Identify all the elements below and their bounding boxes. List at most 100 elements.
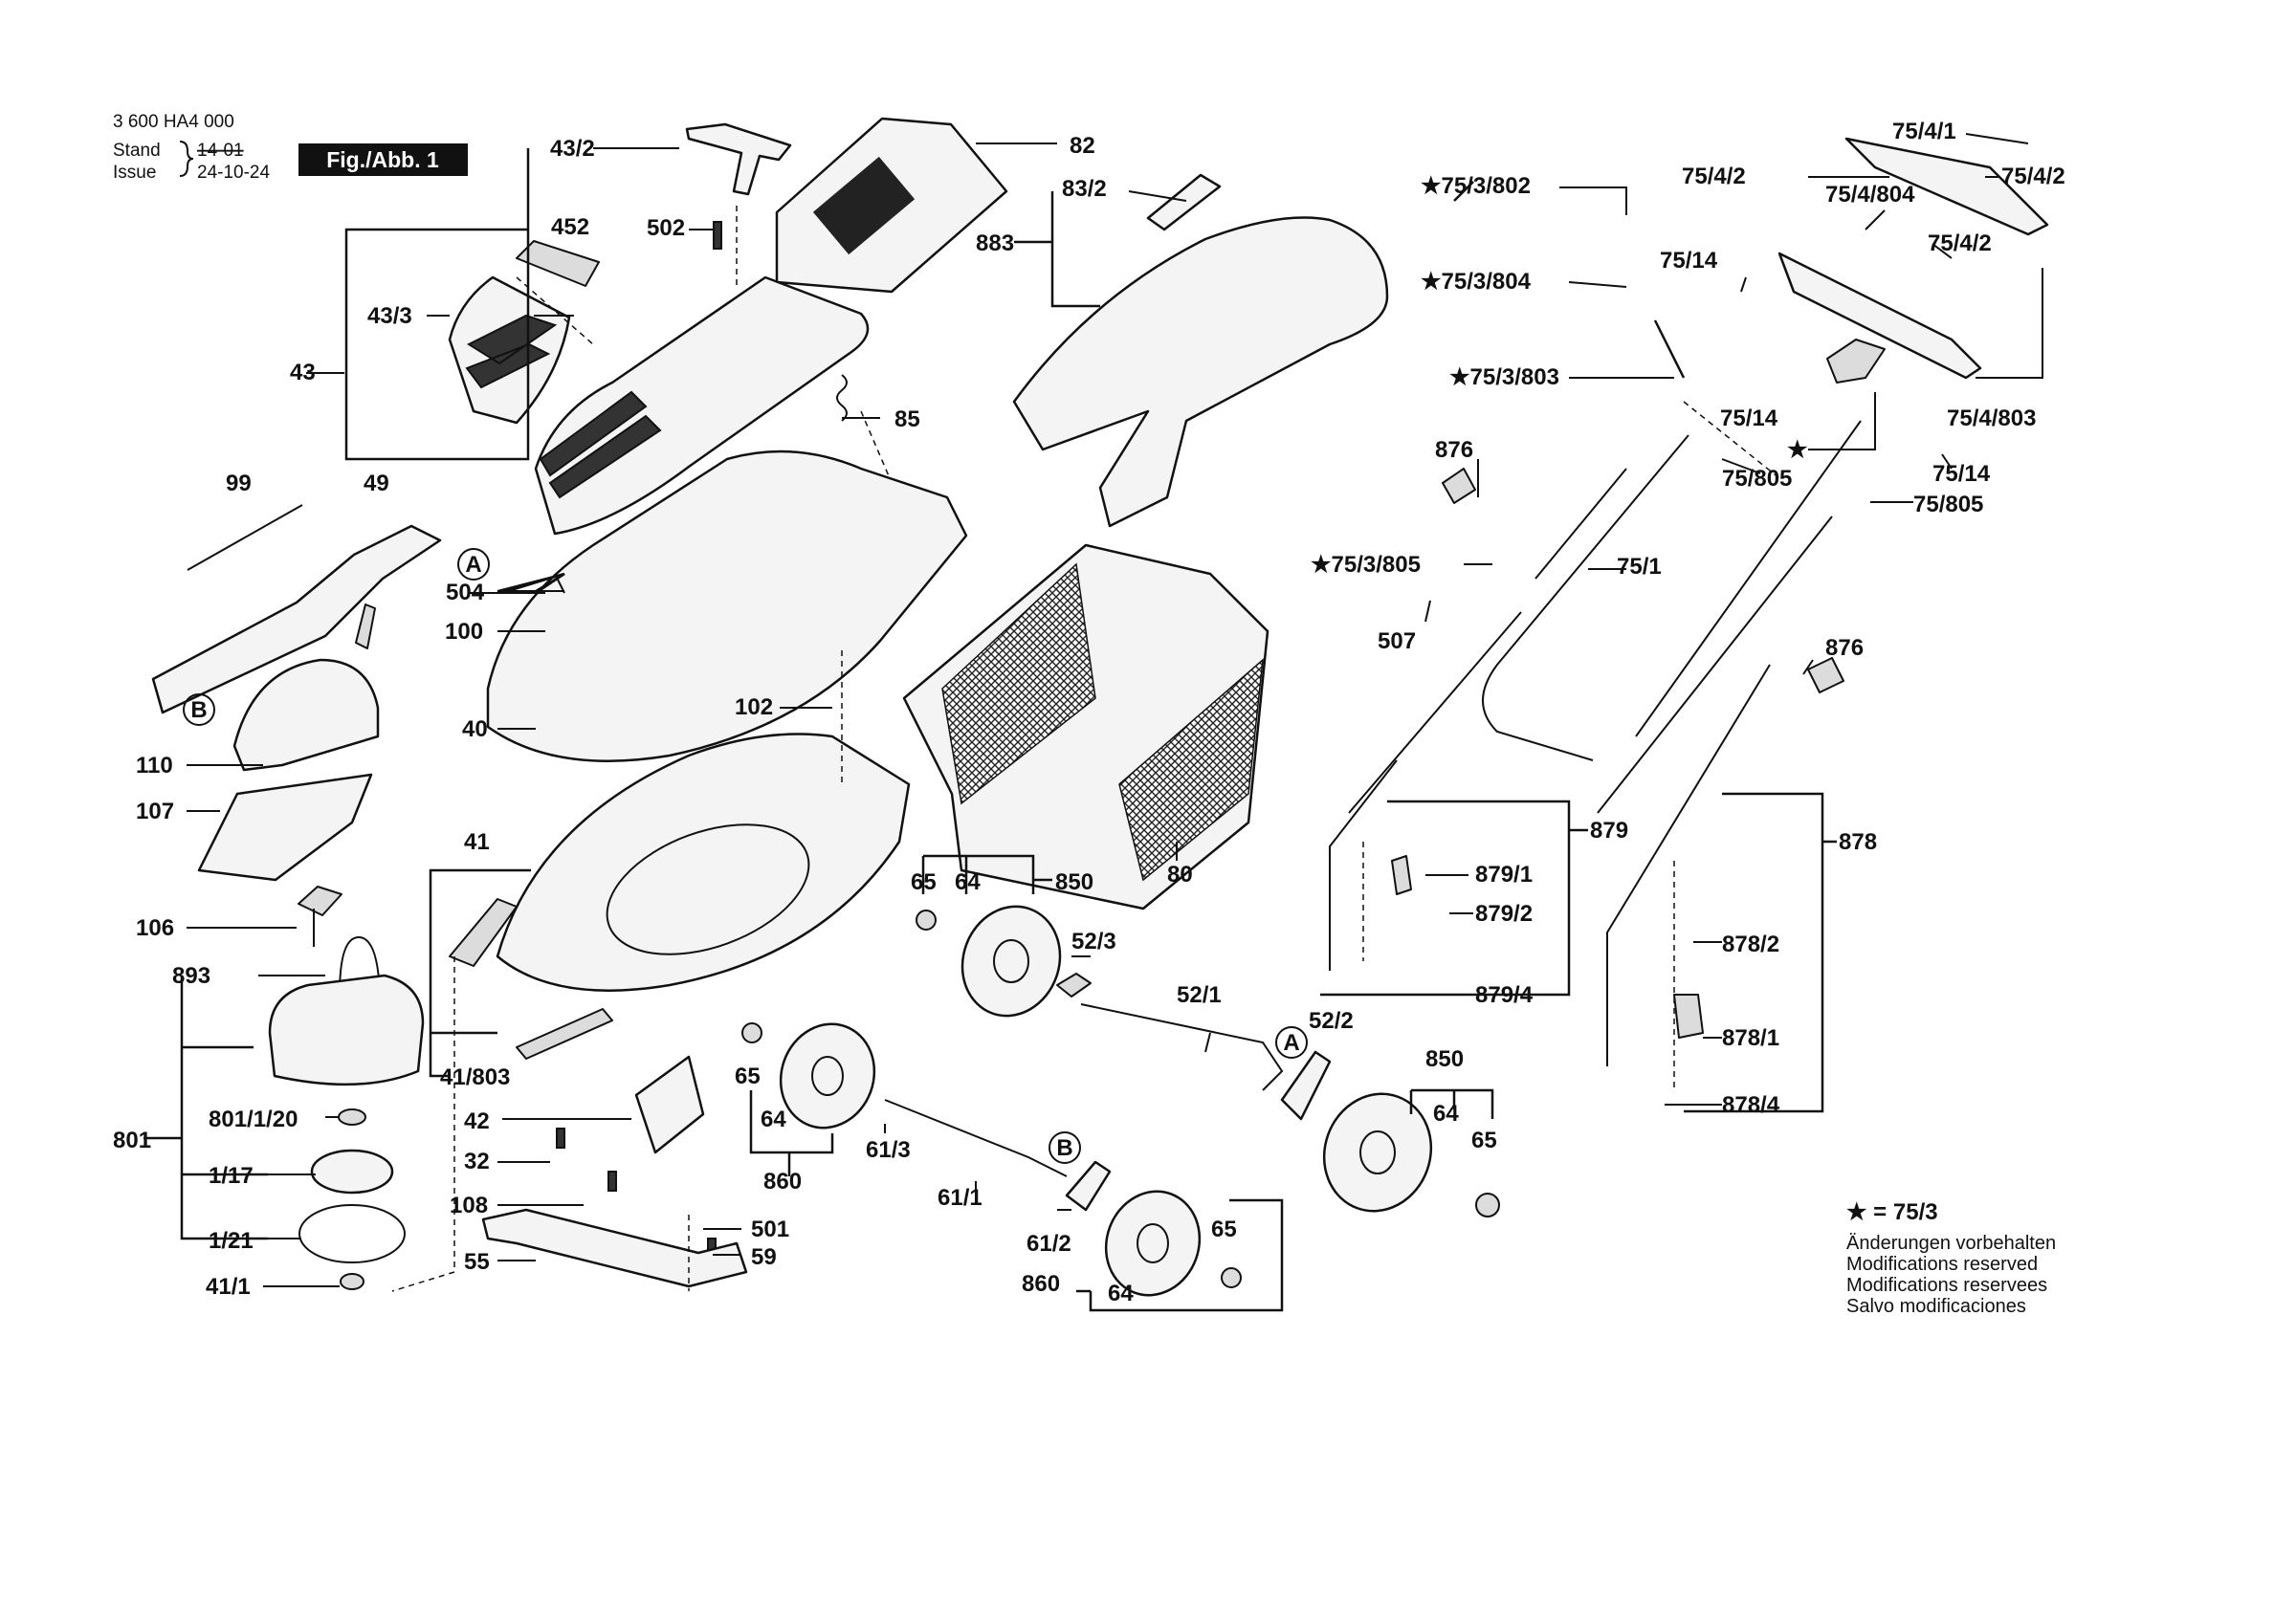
callout-label: 801 [113, 1128, 151, 1153]
bracket-61-2-part [1065, 1160, 1112, 1212]
callout-label: 102 [735, 694, 773, 720]
knob-876-part [1442, 468, 1476, 504]
callout-label: 107 [136, 799, 174, 824]
doc-number: 3 600 HA4 000 [113, 112, 234, 132]
callout-label: 75/14 [1932, 461, 1991, 487]
callout-label: 43/3 [367, 303, 412, 329]
legend-line: Modifications reserved [1846, 1254, 2038, 1275]
callout-label: 59 [751, 1244, 777, 1270]
callout-labels: 43/2 82 83/2 883 452 502 43/3 43 85 99 4… [113, 119, 2065, 1306]
callout-label: 75/1 [1617, 554, 1662, 580]
callout-label: 85 [894, 406, 920, 432]
callout-label: 1/21 [209, 1228, 254, 1254]
leader-lines [144, 133, 2043, 1312]
keypad-part [812, 156, 916, 255]
callout-label: 75/4/804 [1825, 182, 1915, 208]
switch-106-part [298, 886, 342, 947]
reference-marker-a: A [1275, 1026, 1308, 1059]
clamp-878-1-part [1673, 994, 1704, 1039]
legend-line: Salvo modificaciones [1846, 1296, 2026, 1317]
bearing-801-1-20-part [338, 1108, 366, 1126]
brace-icon [179, 141, 194, 177]
axle-52-1-part [1080, 1003, 1284, 1091]
callout-label: 32 [464, 1149, 490, 1174]
callout-label: 52/3 [1071, 929, 1116, 954]
part-100 [355, 603, 376, 649]
callout-label: 1/17 [209, 1163, 254, 1189]
callout-label: 64 [761, 1107, 786, 1132]
new-date: 24-10-24 [197, 163, 270, 183]
wheel-850-rear-part [1322, 1092, 1433, 1213]
guide-41-part [449, 898, 518, 967]
svg-text:B: B [190, 697, 207, 723]
axle-61-1-part [884, 1099, 1068, 1177]
issue-label: Issue [113, 163, 156, 183]
top-handle-75-4-1-part [1844, 137, 2049, 236]
callout-label: 106 [136, 915, 174, 941]
callout-label: 41/803 [440, 1064, 510, 1090]
callout-label: 80 [1167, 862, 1193, 888]
housing-vents-part [539, 390, 662, 499]
shell-110-part [232, 658, 380, 772]
callout-label: 55 [464, 1249, 490, 1275]
callout-label: 75/805 [1722, 466, 1792, 492]
reference-marker-a: A [457, 548, 490, 581]
callout-label: 49 [364, 471, 389, 496]
callout-label: 64 [955, 869, 981, 895]
screw-32-part [556, 1128, 565, 1149]
spring-99-part [187, 504, 303, 571]
callout-label: 65 [911, 869, 937, 895]
bearing-41-1-part [340, 1273, 364, 1290]
wheel-860-front-part [779, 1022, 876, 1130]
knob-876-b-part [1807, 657, 1844, 693]
callout-label: 879 [1590, 818, 1628, 844]
plate-42-part [634, 1055, 705, 1154]
screw-502-part [713, 221, 722, 250]
callout-label: 108 [450, 1193, 488, 1218]
callout-label: 75/4/1 [1892, 119, 1956, 144]
grass-box-mesh-right-part [1118, 658, 1264, 882]
legend: ★ = 75/3 Änderungen vorbehalten Modifica… [1846, 1199, 2056, 1317]
callout-label: 801/1/20 [209, 1107, 298, 1132]
callout-label: ★75/3/803 [1449, 364, 1559, 390]
assembly-lines [391, 206, 1780, 1292]
legend-line: Änderungen vorbehalten [1846, 1233, 2056, 1254]
belt-1-21-part [298, 1204, 406, 1263]
reference-marker-b: B [183, 693, 215, 726]
spring-85-part [836, 374, 848, 422]
svg-text:A: A [465, 552, 481, 578]
callout-label: 65 [735, 1064, 761, 1089]
cable-893-part [339, 935, 381, 996]
grille-slots-part [465, 314, 558, 389]
callout-label: 75/805 [1913, 492, 1983, 517]
callout-label: 75/14 [1660, 248, 1718, 274]
bracket-52-2-part [1280, 1050, 1332, 1121]
callout-label: 850 [1425, 1046, 1464, 1072]
callout-label: 110 [136, 753, 173, 779]
handle-75-1-part [1482, 434, 1689, 761]
hub-cap-65-d-part [1475, 1193, 1500, 1217]
blade-55-part [481, 1208, 748, 1288]
handle-879-part [1329, 759, 1398, 971]
callout-label: 83/2 [1062, 176, 1107, 202]
hub-cap-65-b-part [741, 1022, 762, 1043]
deck-bowl-part [606, 823, 810, 955]
callout-label: 75/4/2 [2001, 164, 2065, 189]
cable-75-3-803-part [1348, 468, 1627, 814]
callout-label: 878 [1839, 829, 1877, 855]
upper-housing-part [534, 275, 870, 536]
handle-grip-part [685, 122, 792, 196]
callout-label: 64 [1433, 1101, 1459, 1127]
tube-75-805-part [1635, 420, 1862, 737]
callout-label: 501 [751, 1217, 789, 1242]
tube-75-805-b-part [1597, 515, 1833, 814]
callout-label: 876 [1435, 437, 1473, 463]
reference-marker-b: B [1049, 1131, 1081, 1164]
old-date: 14-01 [197, 141, 244, 161]
lever-49-part [151, 524, 442, 714]
handle-bar-75-4-804-part [1777, 252, 1982, 380]
callout-label: 65 [1471, 1128, 1497, 1153]
callout-label: ★75/3/804 [1421, 269, 1532, 295]
callout-label: 40 [462, 716, 488, 742]
callout-label: 75/4/2 [1682, 164, 1746, 189]
